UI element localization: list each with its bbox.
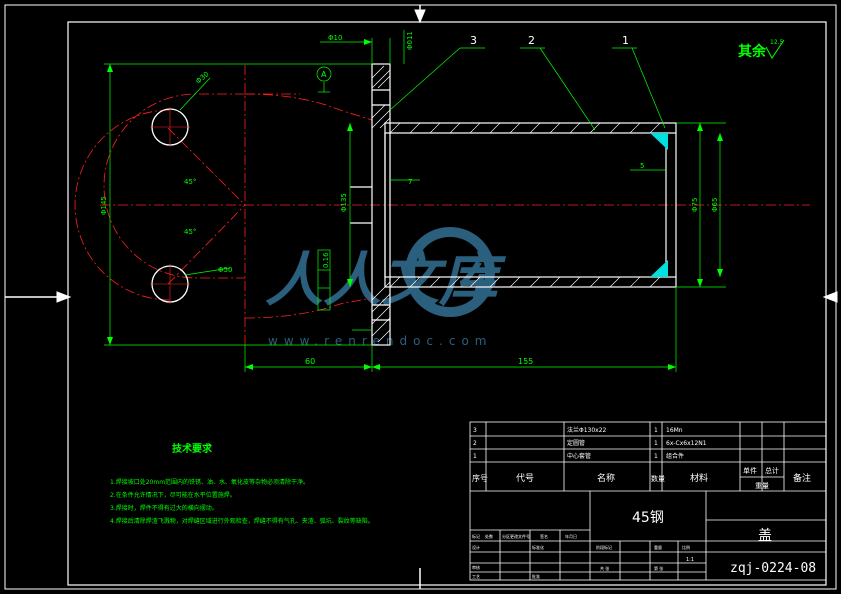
note-item-3: 3.焊接时，焊件不得有过大的横向摆动。 [110, 504, 218, 512]
tb-label-weight: 重量 [654, 544, 662, 550]
watermark: 人人文库 www.renrendoc.com [265, 227, 507, 348]
watermark-url: www.renrendoc.com [268, 334, 492, 348]
roughness-value: 12.5 [770, 39, 784, 46]
weld-marks [650, 133, 668, 277]
bom-row-2-name: 定圆管 [567, 439, 585, 447]
bom-row-3-qty: 1 [654, 427, 658, 434]
datum-a: A [321, 70, 327, 79]
dim-right-length: 155 [518, 357, 533, 366]
bom-header-no: 序号 [472, 473, 488, 483]
note-item-4: 4.焊接后清除焊渣飞溅物，对焊缝区域进行外观检查，焊缝不得有气孔、夹渣、弧坑、裂… [110, 517, 374, 525]
tb-label-approve: 批准 [532, 573, 540, 579]
dim-pcd-dia: Φ30 [194, 70, 210, 85]
dim-angle1: 45° [184, 178, 196, 186]
bom-row-2-no: 2 [473, 440, 477, 447]
centerlines [74, 65, 810, 345]
tb-label-design: 设计 [472, 544, 480, 550]
titleblock-part-name: 盖 [758, 528, 772, 544]
tube-hatching [389, 122, 661, 288]
tb-label-standard: 标准化 [532, 544, 544, 550]
titleblock-scale: 1:1 [686, 557, 694, 563]
bom-row-3-no: 3 [473, 427, 477, 434]
bom-row-1-material: 组合件 [666, 452, 684, 460]
dim-gap: 5 [640, 162, 644, 170]
dim-tolerance: 0.16 [322, 252, 330, 268]
bom-header-code: 代号 [516, 473, 534, 484]
bom-header-remark: 备注 [793, 472, 811, 484]
note-item-2: 2.在条件允许情况下，尽可能在水平位置施焊。 [110, 491, 236, 499]
notes-title: 技术要求 [172, 442, 213, 455]
dim-hole-dia: Φ011 [406, 31, 414, 50]
bom-header-name: 名称 [597, 472, 615, 484]
bom-row-1-name: 中心套管 [567, 452, 591, 460]
tb-label-sheets: 共 张 [600, 565, 609, 571]
dimension-lines [104, 30, 726, 372]
drawing-frame [4, 4, 838, 590]
flange-hatching [371, 65, 391, 343]
dim-slot-dia: Φ50 [218, 266, 232, 274]
balloon-3: 3 [470, 34, 477, 47]
flange-section [350, 63, 391, 346]
bolt-holes [150, 107, 190, 304]
watermark-text: 人人文库 [265, 246, 507, 314]
roughness-label: 其余 [738, 43, 767, 60]
dim-left-length: 60 [305, 357, 315, 366]
balloon-2: 2 [528, 34, 535, 47]
technical-notes: 技术要求 1.焊接坡口处20mm范围内的铁锈、油、水、氧化皮等杂物必须清除干净。… [110, 442, 374, 525]
tb-label-review: 审核 [472, 564, 480, 570]
dim-bore-dia: Φ135 [340, 193, 348, 212]
dim-step: 7 [408, 178, 412, 186]
tb-label-ratio: 比例 [682, 544, 690, 550]
tb-label-process: 工艺 [472, 574, 480, 579]
tb-label-mark: 标记 [472, 533, 480, 539]
bom-row-3-material: 16Mn [666, 427, 683, 434]
bom-row-1-qty: 1 [654, 453, 658, 460]
bom-header-weight: 重量 [755, 482, 769, 490]
dimension-texts: Φ10 Φ011 Φ145 Φ135 Φ75 Φ65 Φ30 Φ50 45° 4… [100, 31, 719, 366]
bom-row-3-name: 法兰Φ130x22 [567, 426, 607, 434]
titleblock-drawing-no: zqj-0224-08 [730, 561, 816, 576]
dimension-arrows [107, 39, 723, 370]
titleblock-material: 45钢 [632, 510, 664, 526]
bom-header-unit: 单件 [743, 466, 757, 475]
title-block [469, 421, 827, 581]
bom-header-qty: 数量 [651, 474, 665, 483]
part-balloons: 3 2 1 [470, 34, 629, 47]
tb-label-sign: 签名 [540, 533, 548, 539]
dim-inner-dia: Φ75 [691, 198, 699, 212]
bom-header-total: 总计 [765, 466, 779, 475]
bom-header-material: 材料 [690, 472, 708, 484]
bom-row-2-material: 6x-Cx6x12N1 [666, 440, 707, 447]
tb-label-sheet: 第 张 [654, 565, 663, 571]
dim-angle2: 45° [184, 228, 196, 236]
tb-label-date: 年月日 [565, 533, 577, 539]
dim-flange-height: Φ145 [100, 196, 108, 215]
note-item-1: 1.焊接坡口处20mm范围内的铁锈、油、水、氧化皮等杂物必须清除干净。 [110, 478, 309, 486]
dim-flange-width: Φ10 [328, 34, 342, 42]
tb-label-stage: 阶段标记 [596, 544, 612, 550]
tb-label-count: 处数 [485, 533, 493, 539]
bom-row-2-qty: 1 [654, 440, 658, 447]
balloon-1: 1 [622, 34, 629, 47]
roughness-symbol: 其余 12.5 [738, 39, 785, 60]
tb-label-zone: 分区 [502, 533, 510, 539]
bom-text: 3 法兰Φ130x22 1 16Mn 2 定圆管 1 6x-Cx6x12N1 1… [472, 426, 816, 579]
dim-outer-dia: Φ65 [711, 198, 719, 212]
bom-row-1-no: 1 [473, 453, 477, 460]
tb-label-change: 更改文件号 [510, 533, 530, 539]
